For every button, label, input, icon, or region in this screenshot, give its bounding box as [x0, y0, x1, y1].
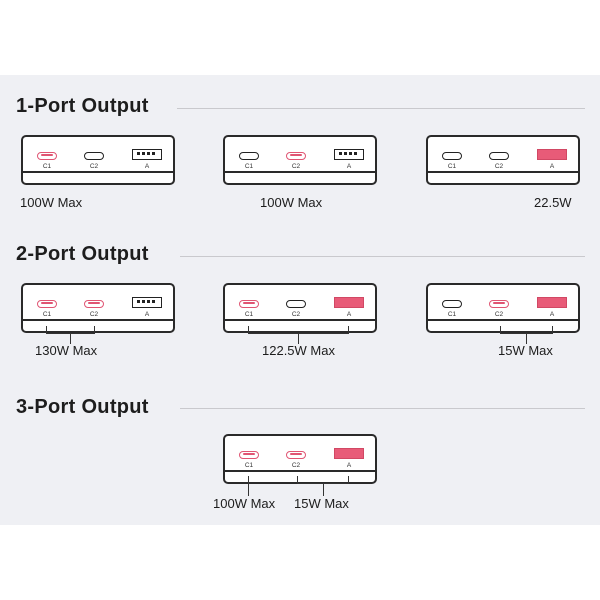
port-bracket: [500, 326, 553, 334]
usb-a-port-a: [132, 149, 162, 160]
section-title-1-port: 1-Port Output: [16, 95, 149, 117]
section-title-2-port: 2-Port Output: [16, 243, 149, 265]
power-label: 130W Max: [35, 343, 98, 358]
port-bracket: [248, 476, 250, 496]
port-label-c1: C1: [42, 311, 52, 318]
port-label-c2: C2: [89, 163, 99, 170]
usb-c-port-c2: [84, 152, 104, 160]
port-label-c1: C1: [42, 163, 52, 170]
power-label: 122.5W Max: [262, 343, 335, 358]
usb-c-port-c1: [442, 300, 462, 308]
usb-c-port-c1-active: [37, 152, 57, 160]
port-label-c2: C2: [494, 163, 504, 170]
power-label: 100W Max: [213, 496, 276, 511]
port-bracket: [298, 334, 300, 344]
section-title-3-port: 3-Port Output: [16, 396, 149, 418]
usb-c-port-c2-active: [286, 152, 306, 160]
port-label-a: A: [346, 163, 352, 170]
usb-c-port-c2: [286, 300, 306, 308]
port-label-a: A: [346, 462, 352, 469]
usb-c-port-c2-active: [489, 300, 509, 308]
usb-a-port-a-active: [537, 149, 567, 160]
port-label-c2: C2: [89, 311, 99, 318]
section-divider: [177, 108, 585, 109]
power-bank: C1 C2 A: [426, 135, 580, 185]
port-label-a: A: [346, 311, 352, 318]
power-bank: C1 C2 A: [223, 283, 377, 333]
port-label-c2: C2: [291, 163, 301, 170]
usb-a-port-a: [334, 149, 364, 160]
power-label: 15W Max: [294, 496, 349, 511]
usb-c-port-c1: [442, 152, 462, 160]
port-label-c1: C1: [447, 163, 457, 170]
port-bracket: [526, 334, 528, 344]
port-label-a: A: [144, 163, 150, 170]
port-label-c2: C2: [291, 311, 301, 318]
power-label: 15W Max: [498, 343, 553, 358]
section-divider: [180, 256, 585, 257]
port-label-c1: C1: [447, 311, 457, 318]
usb-a-port-a: [132, 297, 162, 308]
usb-a-port-a-active: [334, 297, 364, 308]
usb-c-port-c1-active: [239, 451, 259, 459]
port-label-a: A: [549, 163, 555, 170]
power-label: 22.5W: [534, 195, 572, 210]
port-label-c1: C1: [244, 462, 254, 469]
port-label-c2: C2: [494, 311, 504, 318]
port-label-c2: C2: [291, 462, 301, 469]
usb-c-port-c1-active: [239, 300, 259, 308]
usb-a-port-a-active: [334, 448, 364, 459]
power-bank: C1 C2 A: [223, 135, 377, 185]
port-bracket: [248, 326, 349, 334]
power-bank: C1 C2 A: [21, 283, 175, 333]
port-bracket: [70, 334, 72, 344]
usb-a-port-a-active: [537, 297, 567, 308]
power-label: 100W Max: [260, 195, 323, 210]
port-bracket: [297, 476, 349, 484]
power-bank: C1 C2 A: [426, 283, 580, 333]
section-divider: [180, 408, 585, 409]
usb-c-port-c1: [239, 152, 259, 160]
usb-c-port-c2-active: [84, 300, 104, 308]
usb-c-port-c2-active: [286, 451, 306, 459]
port-label-c1: C1: [244, 311, 254, 318]
port-bracket: [46, 326, 95, 334]
port-label-a: A: [144, 311, 150, 318]
usb-c-port-c2: [489, 152, 509, 160]
usb-c-port-c1-active: [37, 300, 57, 308]
port-label-c1: C1: [244, 163, 254, 170]
port-label-a: A: [549, 311, 555, 318]
port-bracket: [323, 484, 325, 496]
power-bank: C1 C2 A: [21, 135, 175, 185]
power-label: 100W Max: [20, 195, 83, 210]
power-bank: C1 C2 A: [223, 434, 377, 484]
